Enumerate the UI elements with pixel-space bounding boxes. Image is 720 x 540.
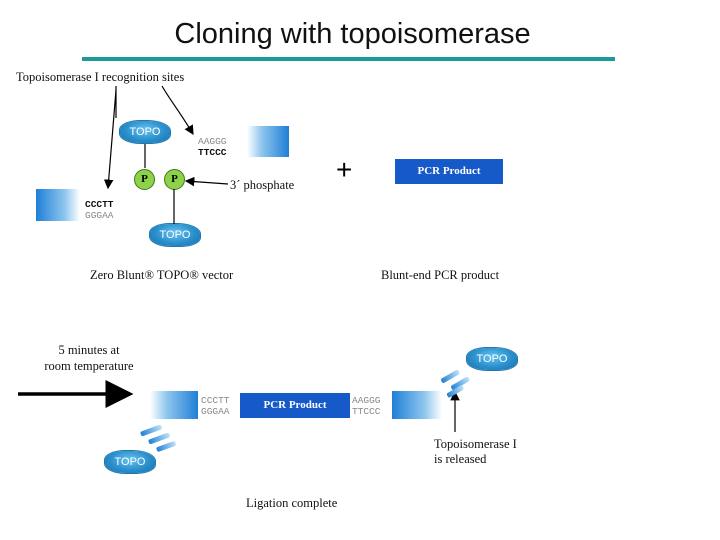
vector-right-end-bottom: TTCCC — [198, 147, 227, 158]
vector-right-arm — [247, 126, 289, 157]
ligated-left-bottom: GGGAA — [201, 406, 230, 417]
title-underline — [82, 57, 615, 61]
topo-enzyme-top: TOPO — [120, 121, 170, 143]
incubation-line-2: room temperature — [44, 359, 134, 373]
blunt-product-caption: Blunt-end PCR product — [381, 268, 500, 282]
released-label: Topoisomerase I is released — [434, 437, 517, 467]
phosphate-label: 3´ phosphate — [230, 178, 295, 192]
phosphate-arrow — [184, 176, 229, 187]
released-fragments-right — [441, 370, 470, 398]
plus-sign: + — [336, 154, 353, 185]
vector-left-end-top: CCCTT — [85, 199, 114, 210]
ligation-caption: Ligation complete — [246, 496, 338, 510]
ligated-left-arm — [150, 391, 198, 419]
phosphate-badge-left: P — [134, 169, 155, 190]
released-line-1: Topoisomerase I — [434, 437, 517, 451]
released-topo-left: TOPO — [105, 451, 155, 473]
vector-left-end-bottom: GGGAA — [85, 210, 114, 221]
released-fragments-left — [140, 424, 176, 452]
ligated-right-top: AAGGG — [352, 395, 381, 406]
topo-enzyme-bottom: TOPO — [150, 224, 200, 246]
recognition-sites-label: Topoisomerase I recognition sites — [16, 70, 185, 84]
vector-left-arm — [36, 189, 80, 221]
ligated-pcr-product: PCR Product — [240, 393, 350, 418]
arrow-to-right-site — [161, 85, 194, 136]
released-topo-right: TOPO — [467, 348, 517, 370]
vector-right-end-top: AAGGG — [198, 136, 227, 147]
incubation-label: 5 minutes at room temperature — [24, 342, 154, 374]
page-title: Cloning with topoisomerase — [174, 18, 531, 50]
ligated-right-bottom: TTCCC — [352, 406, 381, 417]
ligated-right-arm — [392, 391, 442, 419]
arrow-to-phosphate-region — [103, 89, 117, 190]
ligated-left-top: CCCTT — [201, 395, 230, 406]
incubation-line-1: 5 minutes at — [58, 343, 120, 357]
released-line-2: is released — [434, 452, 487, 466]
pcr-product-box: PCR Product — [395, 159, 503, 184]
vector-caption: Zero Blunt® TOPO® vector — [90, 268, 234, 282]
